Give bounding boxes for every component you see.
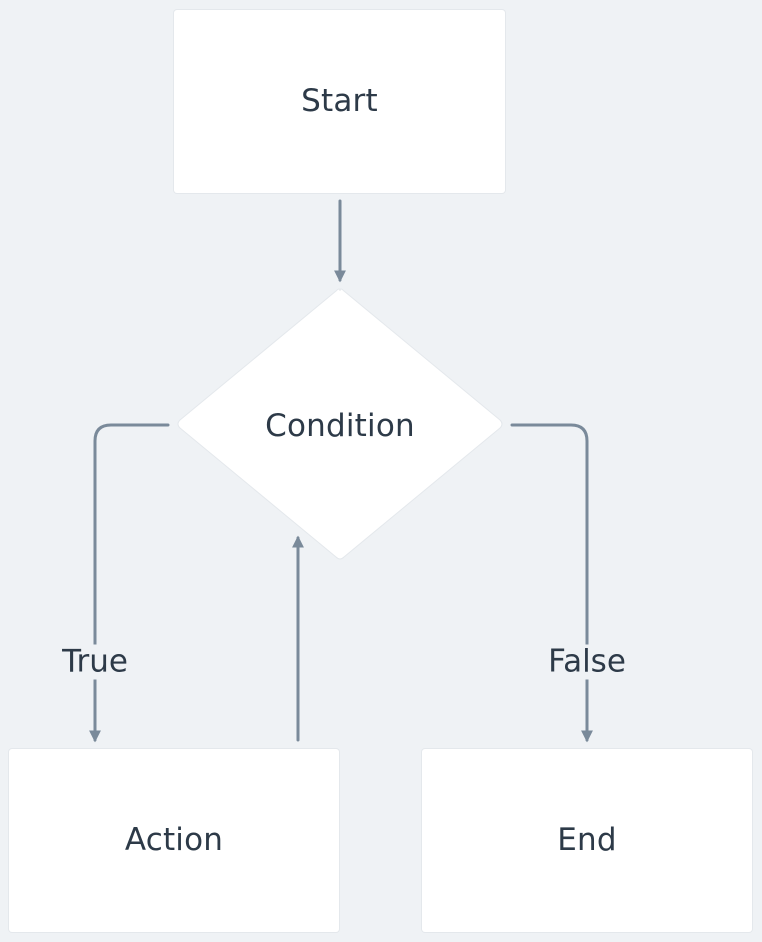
node-condition-label: Condition: [265, 407, 415, 444]
node-condition-shape[interactable]: [176, 287, 504, 561]
node-end-label: End: [557, 822, 617, 858]
node-start-label: Start: [301, 83, 378, 119]
node-start[interactable]: Start: [174, 10, 505, 193]
node-action[interactable]: Action: [9, 749, 339, 932]
node-action-label: Action: [124, 822, 224, 858]
edge-condition-to-action: [89, 423, 170, 743]
node-condition: Condition: [176, 289, 504, 563]
edge-label-false: False: [546, 643, 628, 680]
edge-label-true: True: [60, 643, 130, 680]
node-end[interactable]: End: [422, 749, 752, 932]
edge-condition-to-end: [510, 423, 593, 743]
